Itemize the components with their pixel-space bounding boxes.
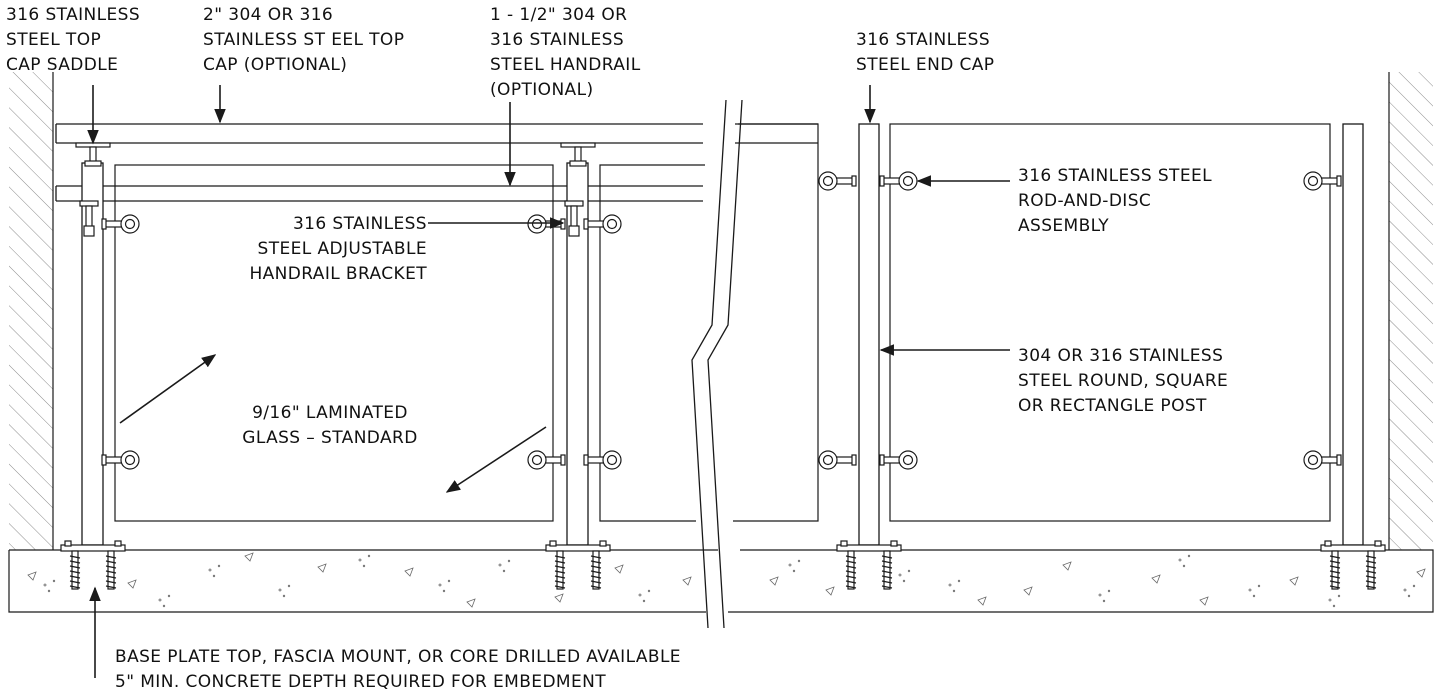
svg-text:(OPTIONAL): (OPTIONAL) <box>490 80 594 100</box>
leader-glass-right <box>445 426 547 493</box>
rod-and-disc-3 <box>527 214 566 234</box>
svg-text:316 STAINLESS STEEL: 316 STAINLESS STEEL <box>1018 166 1212 186</box>
svg-text:STEEL HANDRAIL: STEEL HANDRAIL <box>490 55 641 75</box>
glass-panel-2 <box>599 164 705 522</box>
svg-text:STAINLESS ST EEL TOP: STAINLESS ST EEL TOP <box>203 30 404 50</box>
label-top-cap-saddle: 316 STAINLESS STEEL TOP CAP SADDLE <box>6 5 140 75</box>
rod-and-disc-6 <box>583 450 622 470</box>
glass-panel-3 <box>733 123 819 522</box>
base-plates <box>60 540 1386 590</box>
svg-text:STEEL ADJUSTABLE: STEEL ADJUSTABLE <box>258 239 427 259</box>
break-line <box>691 99 743 629</box>
svg-text:ROD-AND-DISC: ROD-AND-DISC <box>1018 191 1151 211</box>
rod-and-disc-12 <box>1303 450 1342 470</box>
svg-text:1 - 1/2" 304 OR: 1 - 1/2" 304 OR <box>490 5 627 25</box>
concrete-slab <box>8 549 1434 613</box>
rod-and-disc-assemblies <box>101 171 1342 470</box>
base-plate-1 <box>60 540 126 590</box>
handrail-brackets <box>79 200 584 237</box>
label-rod-disc: 316 STAINLESS STEEL ROD-AND-DISC ASSEMBL… <box>1018 166 1212 236</box>
glass-panels <box>114 123 1331 522</box>
svg-text:9/16" LAMINATED: 9/16" LAMINATED <box>252 403 408 423</box>
label-handrail: 1 - 1/2" 304 OR 316 STAINLESS STEEL HAND… <box>490 5 641 100</box>
svg-text:304 OR 316 STAINLESS: 304 OR 316 STAINLESS <box>1018 346 1223 366</box>
label-post: 304 OR 316 STAINLESS STEEL ROUND, SQUARE… <box>1018 346 1228 416</box>
svg-text:5" MIN. CONCRETE DEPTH REQUIRE: 5" MIN. CONCRETE DEPTH REQUIRED FOR EMBE… <box>115 672 606 692</box>
leader-glass-left <box>119 354 217 424</box>
svg-text:CAP SADDLE: CAP SADDLE <box>6 55 118 75</box>
label-top-cap: 2" 304 OR 316 STAINLESS ST EEL TOP CAP (… <box>203 5 404 75</box>
base-plate-3 <box>836 540 902 590</box>
svg-text:STEEL END CAP: STEEL END CAP <box>856 55 994 75</box>
svg-text:GLASS – STANDARD: GLASS – STANDARD <box>242 428 417 448</box>
svg-text:CAP (OPTIONAL): CAP (OPTIONAL) <box>203 55 347 75</box>
rod-and-disc-11 <box>1303 171 1342 191</box>
svg-text:316 STAINLESS: 316 STAINLESS <box>490 30 624 50</box>
label-bracket: 316 STAINLESS STEEL ADJUSTABLE HANDRAIL … <box>249 214 427 284</box>
svg-text:316 STAINLESS: 316 STAINLESS <box>6 5 140 25</box>
handrail <box>55 185 703 202</box>
rod-and-disc-7 <box>818 171 857 191</box>
rod-and-disc-4 <box>527 450 566 470</box>
label-glass: 9/16" LAMINATED GLASS – STANDARD <box>242 403 417 448</box>
label-base: BASE PLATE TOP, FASCIA MOUNT, OR CORE DR… <box>115 647 681 692</box>
rod-and-disc-9 <box>879 171 918 191</box>
rod-and-disc-2 <box>101 450 140 470</box>
leader-lines <box>87 85 1010 678</box>
svg-text:BASE PLATE TOP, FASCIA MOUNT,: BASE PLATE TOP, FASCIA MOUNT, OR CORE DR… <box>115 647 681 667</box>
left-wall <box>9 72 54 550</box>
base-plate-2 <box>545 540 611 590</box>
label-end-cap: 316 STAINLESS STEEL END CAP <box>856 30 994 75</box>
top-cap <box>55 123 818 144</box>
svg-text:316 STAINLESS: 316 STAINLESS <box>293 214 427 234</box>
svg-text:2" 304 OR 316: 2" 304 OR 316 <box>203 5 333 25</box>
glass-panel-1 <box>114 164 554 522</box>
svg-text:316 STAINLESS: 316 STAINLESS <box>856 30 990 50</box>
rod-and-disc-1 <box>101 214 140 234</box>
glass-panel-4 <box>889 123 1331 522</box>
rod-and-disc-5 <box>583 214 622 234</box>
post-4 <box>1342 123 1364 546</box>
rod-and-disc-8 <box>818 450 857 470</box>
svg-text:STEEL TOP: STEEL TOP <box>6 30 101 50</box>
svg-text:OR RECTANGLE POST: OR RECTANGLE POST <box>1018 396 1207 416</box>
rod-and-disc-10 <box>879 450 918 470</box>
svg-text:ASSEMBLY: ASSEMBLY <box>1018 216 1109 236</box>
svg-text:HANDRAIL BRACKET: HANDRAIL BRACKET <box>249 264 427 284</box>
post-3 <box>858 123 880 546</box>
top-cap-saddles <box>75 142 596 167</box>
base-plate-4 <box>1320 540 1386 590</box>
concrete-aggregate-marks <box>27 552 1426 608</box>
svg-text:STEEL ROUND, SQUARE: STEEL ROUND, SQUARE <box>1018 371 1228 391</box>
right-wall <box>1388 72 1433 550</box>
posts <box>81 123 1364 546</box>
